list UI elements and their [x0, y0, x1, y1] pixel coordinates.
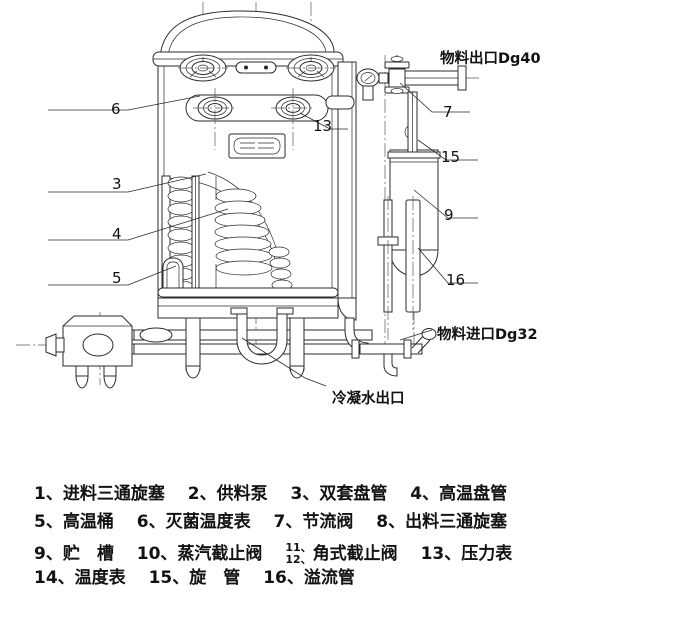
high-temp-coil-4 — [214, 176, 273, 290]
overflow-pipe-16 — [405, 196, 421, 330]
legend-item-10: 10、蒸汽截止阀 — [136, 543, 263, 564]
dip-tube — [377, 196, 399, 340]
top-nameplate — [235, 61, 277, 74]
callout-4: 4 — [112, 225, 122, 243]
u-trap — [230, 307, 294, 365]
callout-7: 7 — [443, 103, 453, 121]
callout-15: 15 — [441, 148, 461, 166]
legend-item-14: 14、温度表 — [34, 568, 126, 588]
legend-item-4: 4、高温盘管 — [410, 484, 508, 504]
storage-tank-9 — [377, 91, 441, 340]
condensate-outlet-label: 冷凝水出口 — [332, 391, 405, 407]
material-outlet-pipe — [404, 65, 467, 91]
material-inlet-label: 物料进口Dg32 — [437, 327, 538, 343]
legend-item-16: 16、溢流管 — [263, 568, 355, 588]
legend-item-8: 8、出料三通旋塞 — [376, 512, 508, 532]
legend-item-9: 9、贮 槽 — [34, 543, 114, 564]
top-valve-left — [178, 54, 228, 82]
legend-item-6: 6、灭菌温度表 — [136, 512, 251, 532]
legend-item-15: 15、旋 管 — [148, 568, 241, 588]
callout-16: 16 — [446, 271, 466, 289]
rotary-pipe-15 — [404, 91, 418, 153]
material-inlet-nozzle — [411, 328, 437, 354]
feed-pump-assembly — [45, 315, 133, 389]
legend-item-13: 13、压力表 — [420, 543, 513, 564]
legend-item-1: 1、进料三通旋塞 — [34, 484, 165, 504]
legend-item-11-12: 11、12、角式截止阀 — [285, 541, 398, 566]
sterilization-thermometer-6 — [193, 88, 237, 150]
legend-item-7: 7、节流阀 — [273, 512, 354, 532]
sight-glass-window — [228, 133, 286, 159]
callout-5: 5 — [112, 269, 122, 287]
legend-line-4: 14、温度表 15、旋 管 16、溢流管 — [34, 570, 355, 587]
legend-stacked-numbers: 11、12、 — [285, 541, 312, 566]
callout-9: 9 — [444, 206, 454, 224]
legend-line-3: 9、贮 槽 10、蒸汽截止阀 11、12、角式截止阀 13、压力表 — [34, 542, 512, 566]
leader-lines — [48, 82, 478, 387]
legend-list: 1、进料三通旋塞 2、供料泵 3、双套盘管 4、高温盘管 5、高温桶 6、灭菌温… — [0, 470, 677, 618]
material-outlet-label: 物料出口Dg40 — [440, 51, 541, 67]
callout-6: 6 — [111, 100, 121, 118]
legend-item-5: 5、高温桶 — [34, 512, 114, 532]
coil-assembly — [161, 171, 293, 299]
callout-13: 13 — [313, 117, 333, 135]
outlet-assembly — [325, 55, 467, 321]
legend-line-1: 1、进料三通旋塞 2、供料泵 3、双套盘管 4、高温盘管 — [34, 486, 507, 503]
callout-3: 3 — [112, 175, 122, 193]
legend-item-3: 3、双套盘管 — [290, 484, 388, 504]
legend-line-2: 5、高温桶 6、灭菌温度表 7、节流阀 8、出料三通旋塞 — [34, 514, 507, 531]
throttle-valve-7 — [384, 55, 410, 94]
support-rail — [157, 287, 339, 298]
equipment-diagram: .ln{fill:none;stroke:#2b2b2b;stroke-widt… — [16, 2, 480, 389]
top-valve-right — [286, 54, 336, 82]
legend-item-2: 2、供料泵 — [187, 484, 268, 504]
outlet-gauge — [356, 68, 389, 101]
